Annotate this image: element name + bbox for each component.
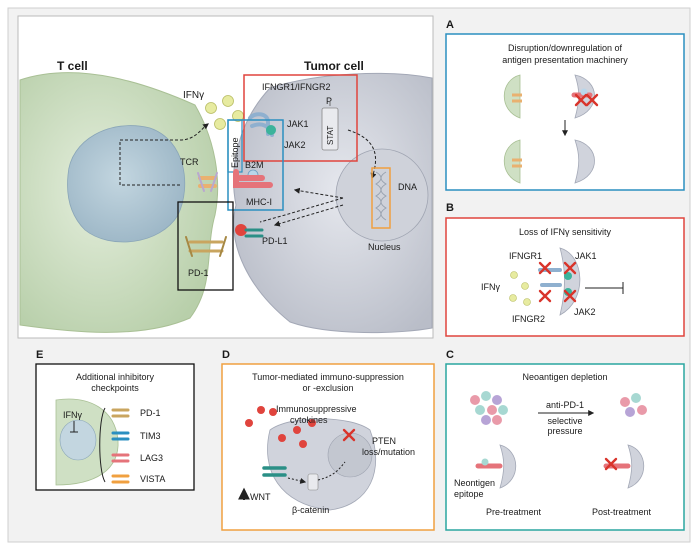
t-cell-nucleus [67, 125, 186, 243]
jak-dot-1 [266, 125, 276, 135]
mhc-label: MHC-I [246, 197, 272, 207]
dna-label: DNA [398, 182, 417, 192]
panel-c: C Neoantigen depletion anti-PD-1 selecti… [445, 349, 685, 531]
dna-to-pd1-arrow [259, 197, 344, 223]
tumor-cell-title: Tumor cell [304, 59, 364, 73]
panel-a-title-2: antigen presentation machinery [502, 55, 628, 65]
panel-c-post: Post-treatment [592, 507, 652, 517]
pd1-box [177, 201, 234, 291]
epitope-label: Epitope [230, 137, 240, 168]
panel-e-title-1: Additional inhibitory [76, 372, 155, 382]
panel-b-ifngr2: IFNGR2 [512, 314, 545, 324]
panel-d-pten-1: PTEN [372, 436, 396, 446]
panel-e-ifng: IFNγ [63, 410, 82, 420]
panel-b-letter: B [446, 202, 454, 214]
panel-e-tim3: TIM3 [140, 431, 161, 441]
panel-c-anti-pd1: anti-PD-1 [546, 400, 584, 410]
panel-d-cyto-2: cytokines [290, 415, 328, 425]
panel-e-vista: VISTA [140, 474, 165, 484]
secretion-arrow [119, 123, 209, 186]
nucleus-label: Nucleus [368, 242, 401, 252]
dna-to-pdl1-arrow [273, 204, 344, 227]
panel-d-title-2: or -exclusion [302, 383, 353, 393]
panel-d-title-1: Tumor-mediated immuno-suppression [252, 372, 404, 382]
panel-e-letter: E [36, 349, 43, 361]
neoantigen-cluster-pre [470, 391, 508, 425]
panel-d-wnt: WNT [250, 492, 271, 502]
panel-b: B Loss of IFNγ sensitivity IFNGR1 JAK1 I… [445, 202, 685, 337]
jak1-label: JAK1 [287, 119, 309, 129]
panel-d: D Tumor-mediated immuno-suppression or -… [221, 349, 435, 531]
pdl1-label: PD-L1 [262, 236, 288, 246]
neoantigen-cluster-post [620, 393, 647, 417]
panel-d-bcat: β-catenin [292, 505, 329, 515]
panel-b-ifng: IFNγ [481, 282, 500, 292]
panel-b-title: Loss of IFNγ sensitivity [519, 227, 612, 237]
panel-c-title: Neoantigen depletion [522, 372, 607, 382]
panel-c-neo-2: epitope [454, 489, 484, 499]
cytokine-dots [245, 406, 316, 448]
ifng-dots [205, 95, 244, 130]
panel-e-title-2: checkpoints [91, 383, 139, 393]
dna-box [371, 167, 391, 229]
pd1-receptor [185, 236, 227, 257]
panel-a-title-1: Disruption/downregulation of [508, 43, 623, 53]
panel-c-neo-1: Neontigen [454, 478, 495, 488]
panel-c-pressure: pressure [547, 426, 582, 436]
stat-box [321, 107, 339, 151]
tcr-label: TCR [180, 157, 199, 167]
panel-b-jak2: JAK2 [574, 307, 596, 317]
stat-to-dna-arrow [347, 129, 377, 180]
panel-a-letter: A [446, 19, 454, 31]
panel-d-letter: D [222, 349, 230, 361]
phospho-label: P [326, 96, 332, 106]
panel-c-letter: C [446, 349, 454, 361]
b2m-label: B2M [245, 160, 264, 170]
stat-label: STAT [326, 126, 335, 145]
main-panel: T cell Tumor cell IFNγ IFNGR1/IFNGR2 JAK… [17, 15, 434, 339]
pdl1-ligand [235, 224, 264, 238]
dna-to-mhc-arrow [293, 187, 344, 199]
panel-e-pd1: PD-1 [140, 408, 161, 418]
pd1-label: PD-1 [188, 268, 209, 278]
panel-a: A Disruption/downregulation of antigen p… [445, 19, 685, 191]
panel-c-pre: Pre-treatment [486, 507, 542, 517]
panel-b-ifngr1: IFNGR1 [509, 251, 542, 261]
t-cell-title: T cell [57, 59, 88, 73]
tcr-receptor [197, 172, 218, 192]
ifngr-label: IFNGR1/IFNGR2 [262, 82, 331, 92]
panel-d-pten-2: loss/mutation [362, 447, 415, 457]
panel-b-jak1: JAK1 [575, 251, 597, 261]
panel-d-cyto-1: Immunosuppressive [276, 404, 357, 414]
panel-c-selective: selective [547, 416, 582, 426]
tumor-nucleus [335, 148, 429, 242]
ifngr-box [243, 74, 358, 162]
jak2-label: JAK2 [284, 140, 306, 150]
panel-e-lag3: LAG3 [140, 453, 163, 463]
mhc-molecule [233, 169, 273, 188]
ifng-label: IFNγ [183, 90, 204, 101]
panel-e: E Additional inhibitory checkpoints IFNγ… [35, 349, 195, 491]
